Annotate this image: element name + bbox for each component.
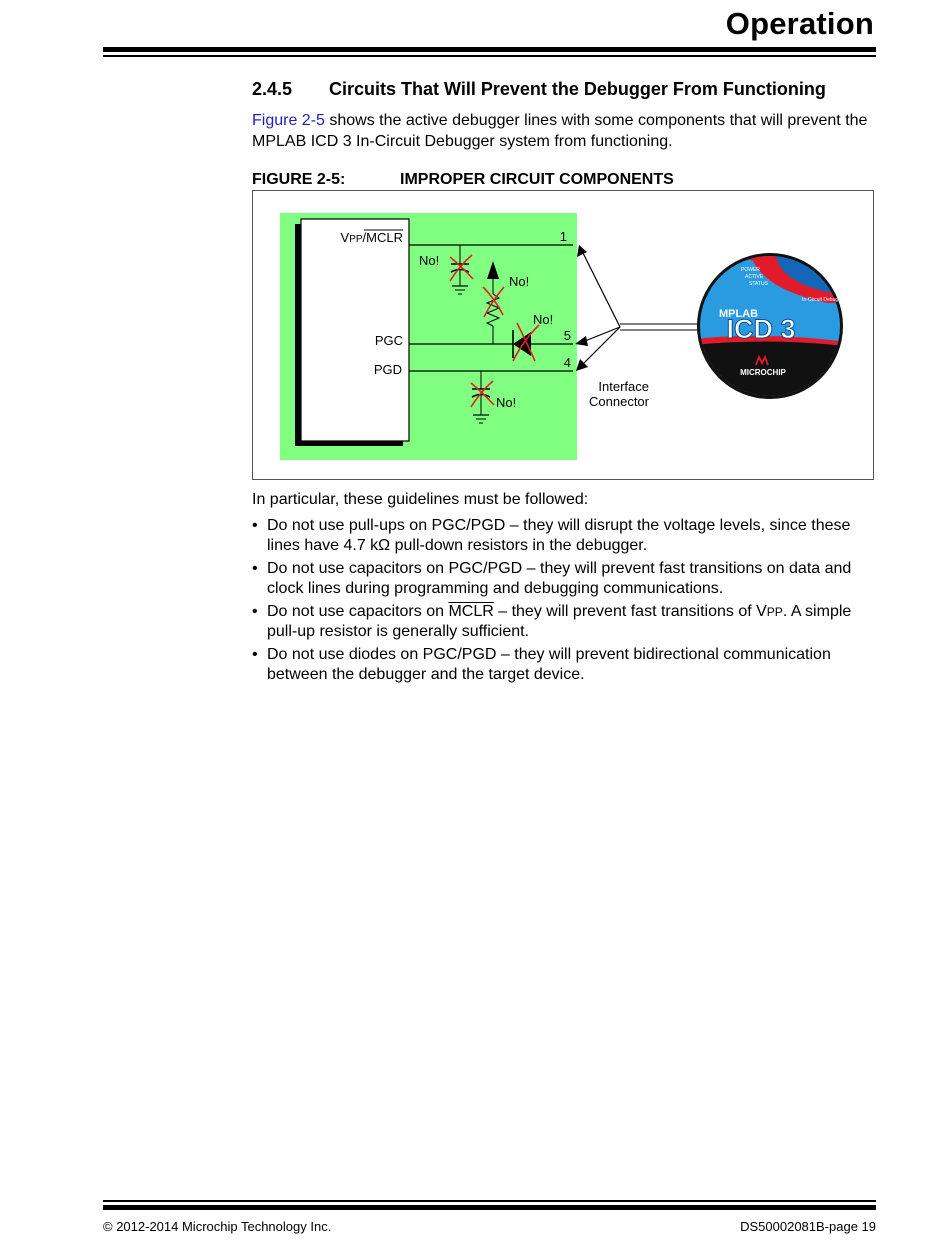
pin-number-1: 1: [560, 229, 567, 244]
pin-pgc-label: PGC: [375, 333, 403, 348]
intro-text: shows the active debugger lines with som…: [252, 112, 868, 150]
svg-text:In-Circuit Debugger: In-Circuit Debugger: [802, 297, 846, 303]
list-item: •Do not use pull-ups on PGC/PGD – they w…: [252, 517, 851, 554]
figure-title: IMPROPER CIRCUIT COMPONENTS: [400, 171, 674, 188]
footer-copyright: © 2012-2014 Microchip Technology Inc.: [103, 1219, 332, 1234]
figure-label: FIGURE 2-5:: [252, 171, 346, 188]
bullet-marker: •: [252, 560, 258, 577]
footer-rule-thin: [103, 1200, 876, 1202]
figure-frame: VPP/MCLR PGC PGD 1 5 4 No!: [252, 190, 874, 480]
bullet-marker: •: [252, 646, 258, 663]
svg-text:ACTIVE: ACTIVE: [745, 274, 764, 280]
pin-number-5: 5: [564, 328, 571, 343]
no-label-diode: No!: [533, 312, 553, 327]
svg-text:MPLAB: MPLAB: [719, 308, 758, 320]
page-header-title: Operation: [725, 6, 874, 41]
list-item: •Do not use capacitors on PGC/PGD – they…: [252, 560, 852, 597]
header-rule-thin: [103, 55, 876, 57]
list-item: •Do not use capacitors on MCLR – they wi…: [252, 603, 852, 640]
guidelines-list: •Do not use pull-ups on PGC/PGD – they w…: [252, 516, 872, 688]
pgc-pullup-resistor: [482, 261, 505, 344]
no-label-capacitor-pgd: No!: [496, 395, 516, 410]
mclr-overbar-text: MCLR: [448, 603, 494, 620]
svg-text:MICROCHIP: MICROCHIP: [740, 368, 786, 377]
pgc-diode: [512, 322, 540, 362]
bullet-marker: •: [252, 603, 258, 620]
pin-pgd-label: PGD: [374, 362, 402, 377]
svg-text:STATUS: STATUS: [749, 281, 769, 287]
list-item: •Do not use diodes on PGC/PGD – they wil…: [252, 646, 831, 683]
guidelines-intro: In particular, these guidelines must be …: [252, 491, 589, 508]
circuit-diagram: VPP/MCLR PGC PGD 1 5 4 No!: [280, 213, 846, 460]
footer-rule-thick: [103, 1205, 876, 1210]
connector-label-line1: Interface: [598, 379, 649, 394]
section-number: 2.4.5: [252, 79, 293, 99]
target-device-box: [300, 218, 410, 442]
header-rule-thick: [103, 47, 876, 52]
pin-number-4: 4: [564, 355, 571, 370]
intro-paragraph: Figure 2-5 shows the active debugger lin…: [252, 110, 882, 152]
svg-text:ICD 3: ICD 3: [726, 314, 795, 344]
bullet-marker: •: [252, 517, 258, 534]
section-title: Circuits That Will Prevent the Debugger …: [329, 79, 826, 99]
pgd-capacitor: [470, 371, 495, 424]
connector-label-line2: Connector: [589, 394, 650, 409]
pin-vpp-mclr-label: VPP/MCLR: [341, 230, 403, 245]
no-label-capacitor-mclr: No!: [419, 253, 439, 268]
footer-page-number: DS50002081B-page 19: [740, 1219, 876, 1234]
mclr-capacitor: [449, 245, 474, 295]
icd3-logo: POWER ACTIVE STATUS In-Circuit Debugger …: [697, 253, 846, 399]
svg-text:POWER: POWER: [741, 267, 760, 273]
interface-connector-lines: [575, 245, 699, 371]
no-label-pullup: No!: [509, 274, 529, 289]
figure-link[interactable]: Figure 2-5: [252, 112, 325, 129]
